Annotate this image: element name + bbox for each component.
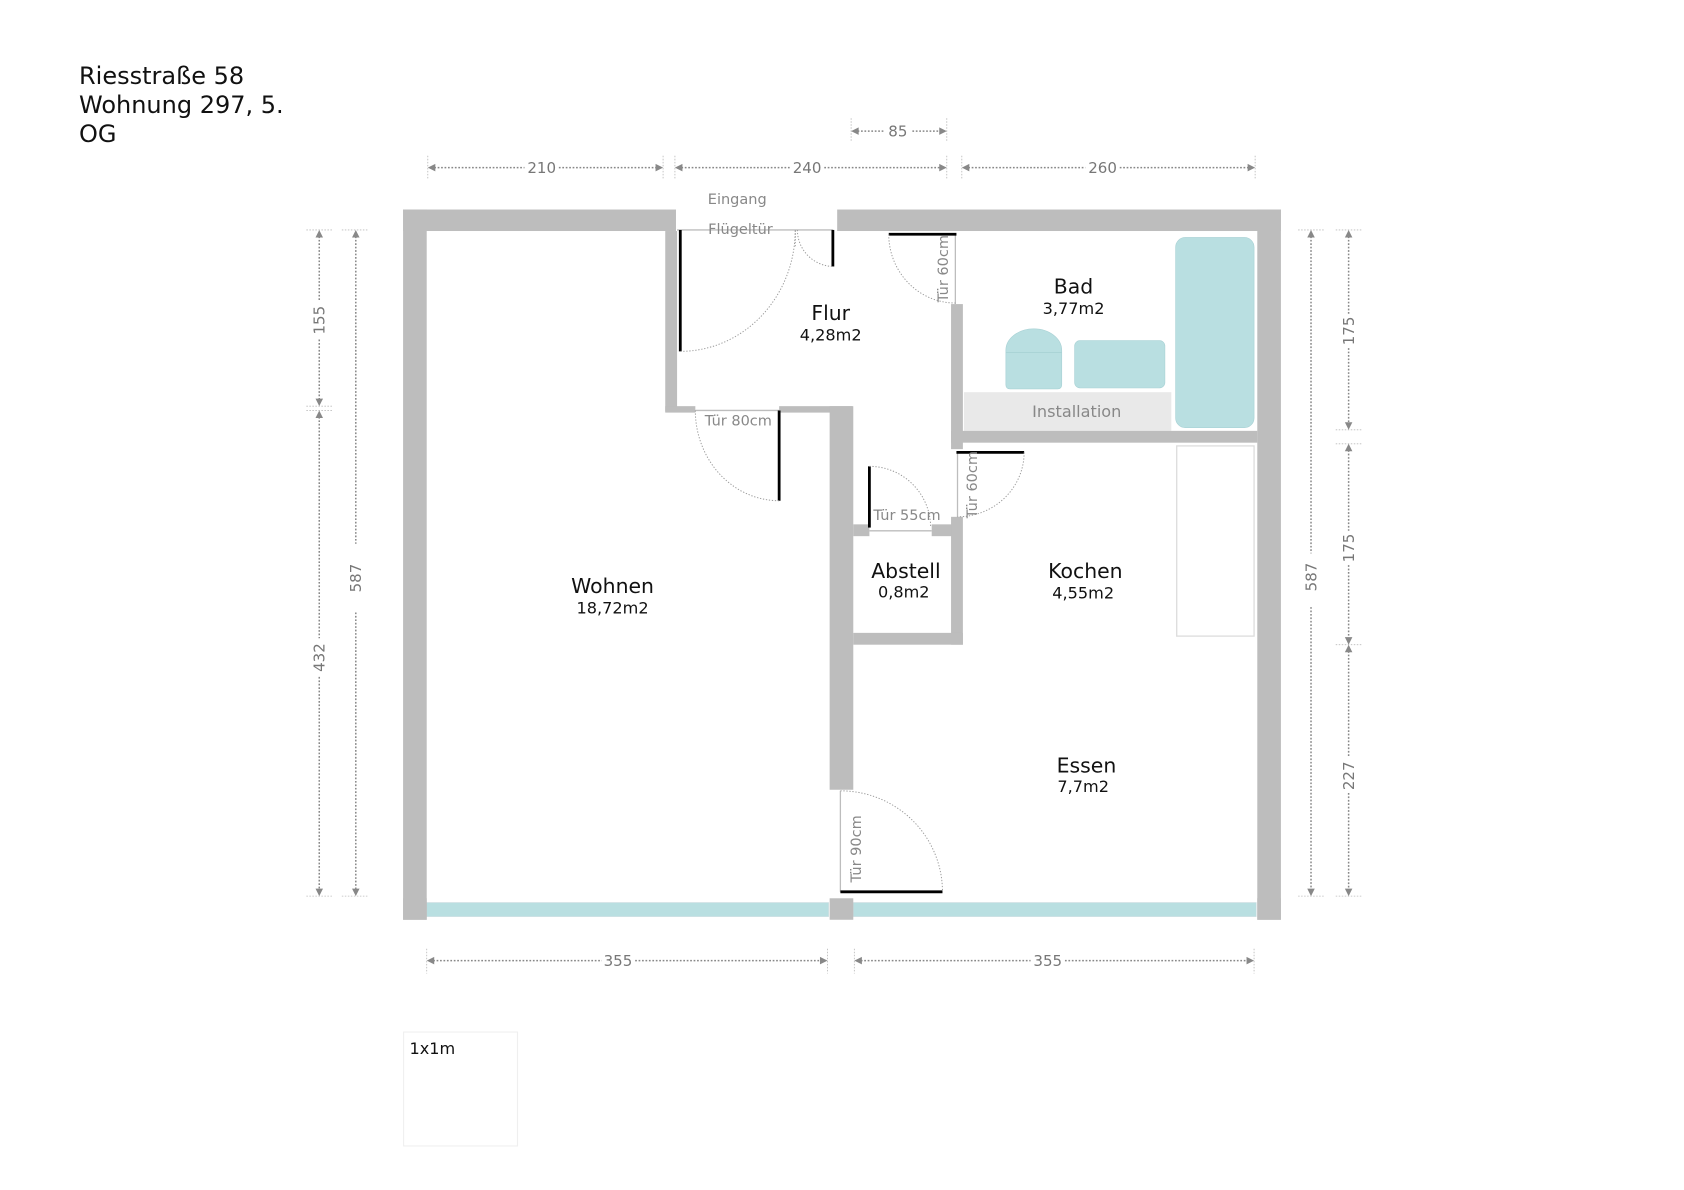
dimension-label: 355 [604, 952, 633, 970]
wohnen-door: Tür 80cm [694, 409, 781, 502]
room-bad: Bad 3,77m2 [1043, 274, 1105, 317]
room-area: 4,55m2 [1052, 583, 1114, 602]
dimension-label: 85 [888, 122, 907, 140]
room-wohnen: Wohnen 18,72m2 [571, 574, 654, 617]
dimension-bottom: 355 355 [426, 948, 1255, 974]
kitchen-counter [1176, 445, 1255, 637]
dimension-label: 155 [311, 306, 329, 335]
address-line: Riesstraße 58 [79, 62, 245, 90]
room-name: Kochen [1048, 559, 1123, 583]
dimension-label: 175 [1340, 317, 1358, 346]
scale-label: 1x1m [410, 1039, 456, 1058]
dimension-label: 240 [793, 159, 822, 177]
room-area: 0,8m2 [878, 582, 930, 601]
address-title: Riesstraße 58 Wohnung 297, 5. OG [79, 62, 284, 149]
door-label: Tür 60cm [965, 451, 981, 519]
dimension-label: 355 [1033, 952, 1062, 970]
dimension-top-entrance: 85 [850, 118, 948, 142]
dimension-label: 432 [311, 643, 329, 672]
door-label: Tür 90cm [849, 815, 865, 883]
dimension-label: 260 [1088, 159, 1117, 177]
toilet-icon [1005, 328, 1063, 390]
room-abstell: Abstell 0,8m2 [871, 559, 940, 601]
dimension-label: 210 [527, 159, 556, 177]
room-name: Bad [1054, 274, 1093, 298]
floor-line: OG [79, 120, 117, 148]
room-name: Flur [811, 301, 850, 325]
dimension-left: 155 432 587 [306, 229, 369, 897]
door-label: Tür 55cm [872, 508, 940, 524]
bad-door: Tür 60cm [888, 232, 957, 305]
room-essen: Essen 7,7m2 [1057, 754, 1117, 796]
dimension-right: 587 175 175 227 [1298, 229, 1363, 897]
installation-label: Installation [1032, 402, 1121, 421]
room-kochen: Kochen 4,55m2 [1048, 559, 1123, 602]
apartment-line: Wohnung 297, 5. [79, 91, 284, 119]
dimension-label: 175 [1340, 534, 1358, 563]
room-area: 3,77m2 [1043, 299, 1105, 318]
room-name: Essen [1057, 754, 1117, 778]
room-name: Abstell [871, 559, 940, 583]
installation-shaft [963, 392, 1172, 431]
dimension-top: 210 240 260 [427, 155, 1256, 180]
abstell-door: Tür 55cm [868, 465, 941, 532]
entrance-label: Eingang [708, 192, 767, 208]
essen-door: Tür 90cm [839, 790, 943, 894]
scale-reference: 1x1m [403, 1031, 519, 1147]
entrance-door: Eingang Flügeltür [677, 192, 835, 352]
room-area: 7,7m2 [1057, 777, 1109, 796]
dimension-label: 587 [347, 564, 365, 593]
room-area: 18,72m2 [577, 599, 649, 618]
window-wohnen [426, 902, 829, 917]
walls [403, 209, 1281, 920]
dimension-label: 587 [1302, 563, 1320, 592]
room-name: Wohnen [571, 574, 654, 598]
kochen-door: Tür 60cm [956, 450, 1025, 519]
door-label: Tür 80cm [704, 413, 772, 429]
room-flur: Flur 4,28m2 [800, 301, 862, 344]
window-essen [852, 902, 1257, 917]
dimension-label: 227 [1340, 761, 1358, 790]
door-label: Tür 60cm [936, 235, 952, 303]
double-door-label: Flügeltür [708, 222, 773, 238]
room-area: 4,28m2 [800, 326, 862, 345]
bathtub-icon [1175, 237, 1255, 428]
sink-icon [1074, 340, 1166, 389]
